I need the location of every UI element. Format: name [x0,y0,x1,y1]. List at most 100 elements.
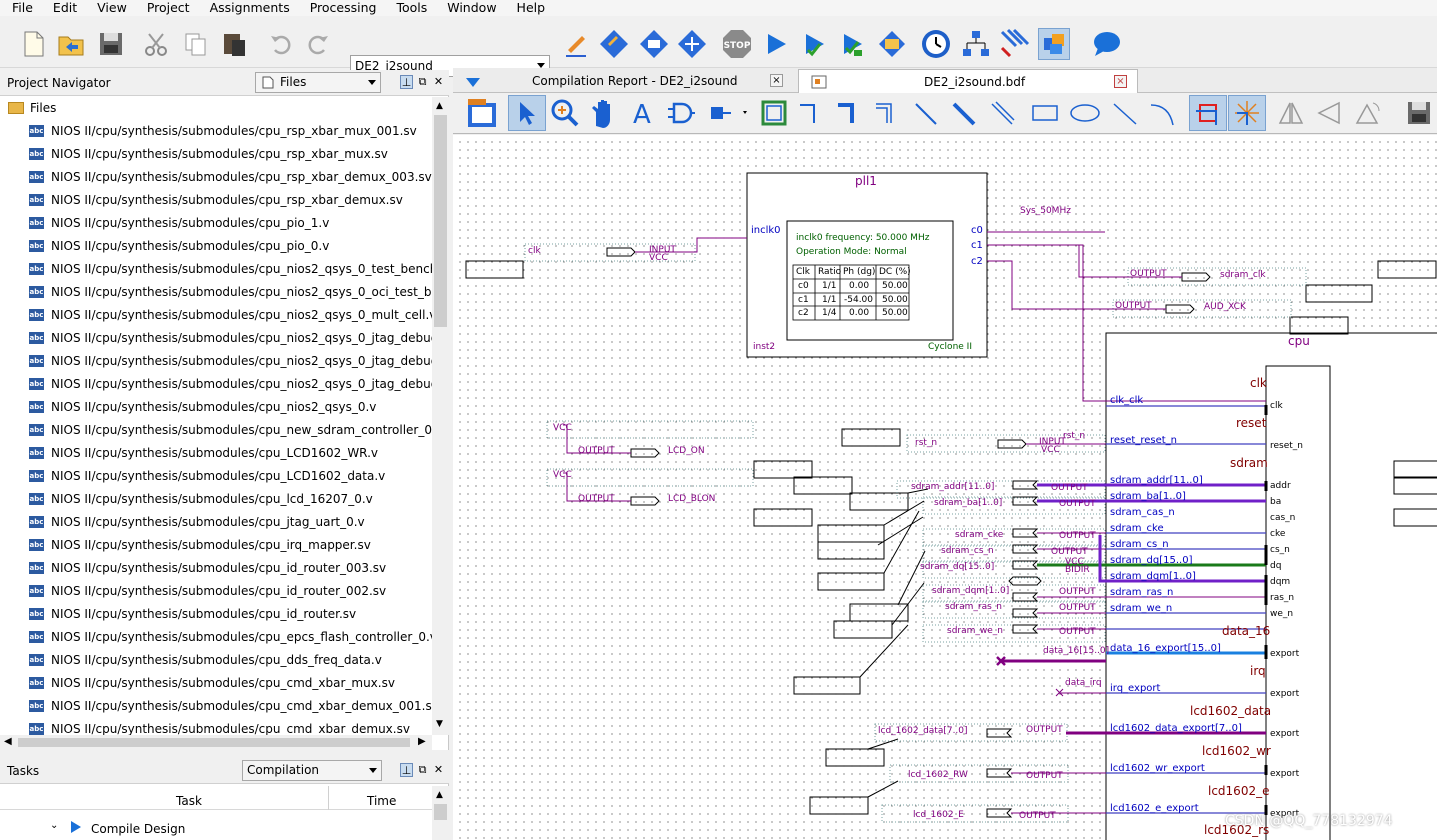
flip-horizontal-icon[interactable] [1275,97,1307,129]
diagonal-conduit-icon[interactable] [987,97,1019,129]
sys-50mhz-label[interactable]: Sys_50MHz [1020,206,1071,216]
menu-view[interactable]: View [97,0,127,15]
scroll-thumb[interactable] [434,115,447,327]
open-folder-icon[interactable] [55,28,87,60]
menu-help[interactable]: Help [516,0,546,15]
tab-bdf[interactable]: DE2_i2sound.bdf × [798,69,1138,93]
tab-compilation-report[interactable]: Compilation Report - DE2_i2sound × [453,69,795,93]
float-window-icon[interactable]: ⧉ [418,763,427,776]
scroll-right-icon[interactable]: ▶ [418,736,426,747]
redo-icon[interactable] [302,28,334,60]
menu-assignments[interactable]: Assignments [209,0,290,15]
new-file-icon[interactable] [18,28,50,60]
programmer-icon[interactable] [876,28,908,60]
data-irq-net-label[interactable]: data_irq [1065,678,1102,688]
close-pane-icon[interactable]: ✕ [433,763,444,776]
pin-tool-dropdown[interactable] [705,97,751,129]
arc-tool-icon[interactable] [1147,97,1179,129]
scroll-up-icon[interactable]: ▲ [436,790,443,800]
menu-file[interactable]: File [12,0,33,15]
tasks-vscrollbar[interactable]: ▲ [432,786,449,840]
lcd-on-pin-name[interactable]: LCD_ON [668,446,705,456]
file-tree-vscrollbar[interactable]: ▲ ▼ [432,97,449,735]
cut-icon[interactable] [140,28,172,60]
sdram-we-n-pin-name[interactable]: sdram_we_n [947,626,1003,636]
chip-planner-icon[interactable] [676,28,708,60]
start-compilation-icon[interactable] [760,28,792,60]
sdram-clk-pin-name[interactable]: sdram_clk [1220,270,1266,280]
close-tab-icon[interactable]: × [770,74,783,87]
lcd-e-pin-name[interactable]: lcd_1602_E [913,810,964,820]
undo-icon[interactable] [265,28,297,60]
orthogonal-node-icon[interactable] [795,97,827,129]
text-tool-icon[interactable]: A [627,97,659,129]
symbol-tool-icon[interactable] [665,97,697,129]
assignment-editor-icon[interactable] [598,28,630,60]
pin-icon[interactable]: ⊥ [400,763,413,777]
navigator-view-select[interactable]: Files [255,72,381,93]
sdram-cke-pin-name[interactable]: sdram_cke [955,530,1004,540]
timequest-clock-icon[interactable] [920,28,952,60]
close-pane-icon[interactable]: ✕ [433,75,444,88]
help-bubble-icon[interactable] [1090,28,1122,60]
aud-xck-pin-name[interactable]: AUD_XCK [1204,302,1246,312]
scroll-left-icon[interactable]: ◀ [4,736,12,747]
clk-pin-name[interactable]: clk [528,246,541,256]
scroll-down-icon[interactable]: ▼ [436,719,443,729]
netlist-viewer-icon[interactable] [960,28,992,60]
chevron-down-icon[interactable]: ⌄ [50,820,59,831]
design-space-icon[interactable] [998,28,1030,60]
orthogonal-conduit-icon[interactable] [871,97,903,129]
copy-icon[interactable] [180,28,212,60]
line-tool-icon[interactable] [1109,97,1141,129]
diagonal-bus-icon[interactable] [949,97,981,129]
partial-line-select-icon[interactable] [1228,95,1266,131]
stop-icon[interactable]: STOP [721,28,753,60]
window-select-icon[interactable] [465,96,499,130]
pen-icon[interactable] [560,28,592,60]
timing-analysis-icon[interactable] [836,28,868,60]
save-icon[interactable] [1403,97,1435,129]
block-tool-icon[interactable] [758,97,790,129]
zoom-tool-icon[interactable] [549,97,581,129]
cpu-title[interactable]: cpu [1288,334,1310,348]
selection-tool-icon[interactable] [508,95,546,131]
rubberbanding-icon[interactable] [1189,95,1227,131]
sdram-dq-pin-name[interactable]: sdram_dq[15..0] [920,562,995,572]
hand-tool-icon[interactable] [587,97,619,129]
pin-planner-icon[interactable] [638,28,670,60]
compile-design-task[interactable]: Compile Design [91,822,186,836]
menu-edit[interactable]: Edit [52,0,78,15]
scroll-up-icon[interactable]: ▲ [436,101,443,111]
sdram-cs-n-pin-name[interactable]: sdram_cs_n [941,546,994,556]
oval-tool-icon[interactable] [1069,97,1101,129]
flip-vertical-icon[interactable] [1313,97,1345,129]
lcd-blon-pin-name[interactable]: LCD_BLON [668,494,716,504]
sdram-dqm-pin-name[interactable]: sdram_dqm[1..0] [932,586,1010,596]
qsys-icon[interactable] [1038,28,1070,60]
play-icon[interactable] [70,820,82,833]
lcd-rw-pin-name[interactable]: lcd_1602_RW [908,770,968,780]
data-16-net-label[interactable]: data_16[15..0] [1043,646,1110,656]
files-folder[interactable]: Files [0,97,432,120]
